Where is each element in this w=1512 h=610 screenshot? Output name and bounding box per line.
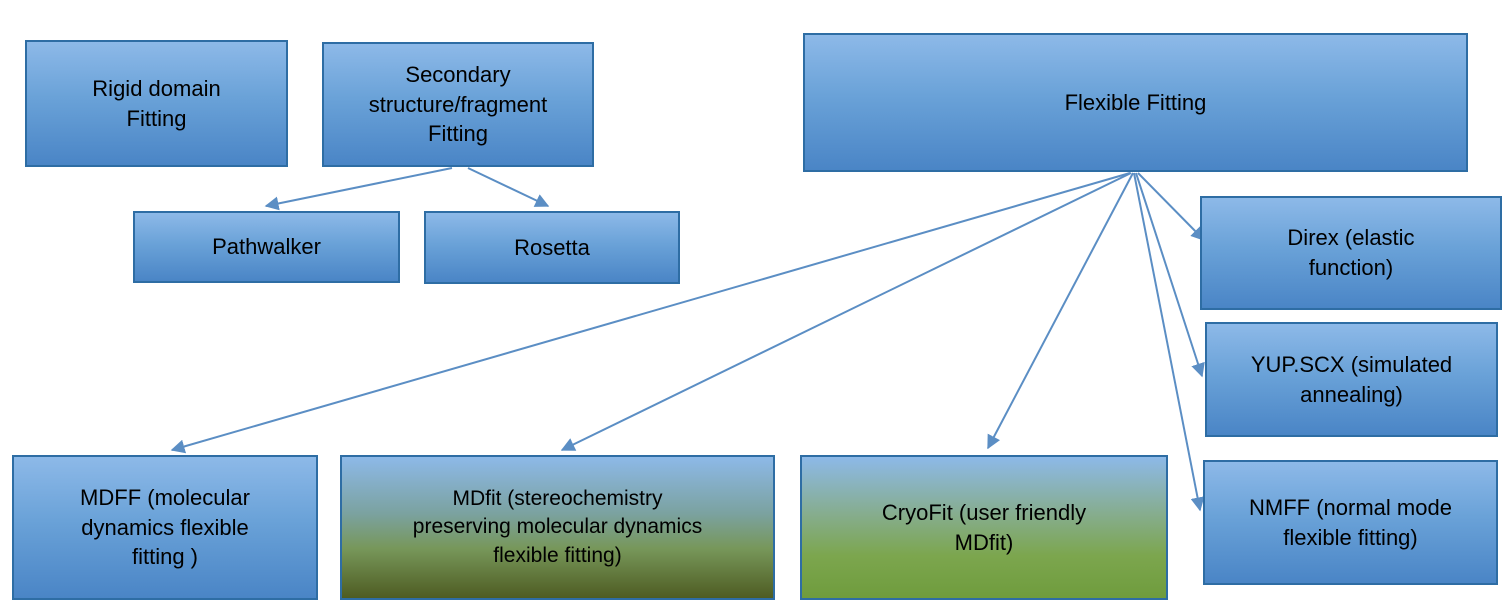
arrow-secondary-to-pathwalker — [264, 167, 453, 211]
node-yupscx-simulated-annealing: YUP.SCX (simulated annealing) — [1205, 322, 1498, 437]
node-flexible-fitting: Flexible Fitting — [803, 33, 1468, 172]
node-mdfit-stereochemistry-preserving: MDfit (stereochemistry preserving molecu… — [340, 455, 775, 600]
arrow-flexible-to-cryofit — [987, 172, 1134, 450]
node-rosetta: Rosetta — [424, 211, 680, 284]
arrow-flexible-to-yupscx — [1135, 172, 1205, 378]
arrow-flexible-to-direx — [1137, 172, 1205, 241]
node-cryofit-user-friendly-mdfit: CryoFit (user friendly MDfit) — [800, 455, 1168, 600]
node-mdff-molecular-dynamics-flexible-fitting: MDFF (molecular dynamics flexible fittin… — [12, 455, 318, 600]
node-nmff-normal-mode-flexible-fitting: NMFF (normal mode flexible fitting) — [1203, 460, 1498, 585]
node-direx-elastic-function: Direx (elastic function) — [1200, 196, 1502, 310]
node-secondary-structure-fragment-fitting: Secondary structure/fragment Fitting — [322, 42, 594, 167]
node-rigid-domain-fitting: Rigid domain Fitting — [25, 40, 288, 167]
node-pathwalker: Pathwalker — [133, 211, 400, 283]
arrow-secondary-to-rosetta — [467, 167, 550, 207]
